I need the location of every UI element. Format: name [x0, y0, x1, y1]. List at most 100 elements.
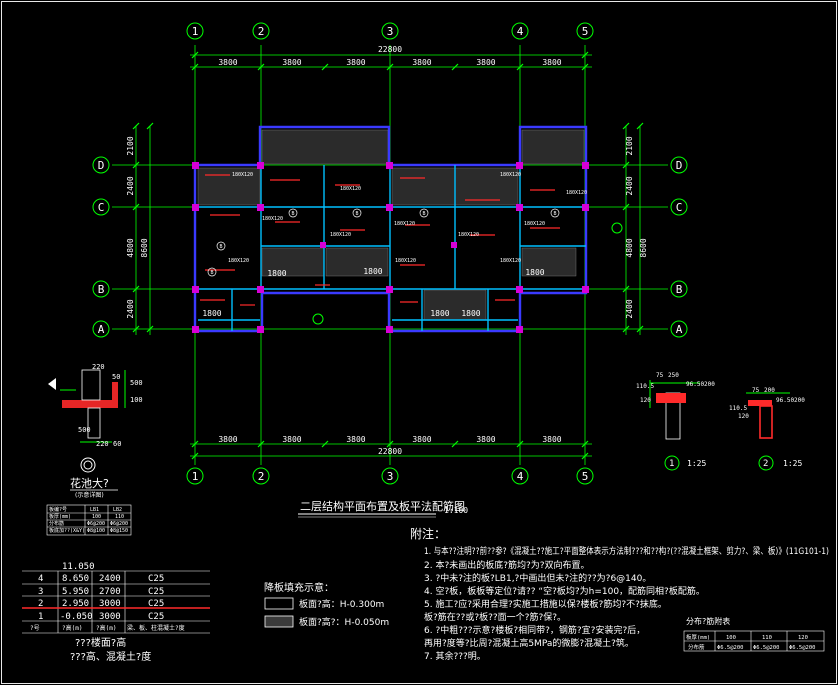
dist-cell: Φ6.5@200 [753, 645, 780, 651]
level-elev: -0.050 [60, 612, 93, 622]
dim-bottom-span: 3800 [346, 435, 365, 444]
planter-dim: 60 [113, 440, 121, 448]
beam-tag: 180X120 [395, 258, 416, 264]
planter-dim: 100 [130, 396, 143, 404]
slab-mark: B [553, 211, 556, 217]
note-line: 4. 空?板，板板等定位?请?? “空?板均?为h=100，配筋同相?板配筋。 [424, 585, 705, 597]
slab-mark: B [219, 244, 222, 250]
level-height: 3000 [99, 612, 121, 622]
level-table [22, 570, 210, 634]
planter-dim: 500 [78, 426, 91, 434]
level-floor: 2 [38, 599, 43, 609]
level-header: ?号 [30, 625, 40, 632]
legend-swatch-2 [264, 615, 294, 628]
slab-table-cell: Φ8@100 [87, 528, 105, 534]
level-elev: 2.950 [62, 599, 89, 609]
note-line: 6. ?中粗???示意?楼板?相同带?，钢筋?宜?安装完?后， [424, 624, 645, 636]
level-footer-1: ???楼面?高 [75, 636, 126, 649]
level-grade: C25 [148, 599, 164, 609]
axis-label-D-left: D [98, 159, 105, 172]
slab-table-cell: 110 [115, 514, 124, 520]
level-header: 梁、板、柱混凝土?度 [127, 624, 185, 632]
level-header: ?高(m) [96, 624, 116, 632]
beam-tag: 180X120 [524, 221, 545, 227]
slab-table-cell: 分布筋 [49, 520, 64, 527]
beam-tag: 180X120 [394, 221, 415, 227]
detail2-num: 2 [763, 459, 768, 469]
slab-table-cell: Φ6@200 [110, 521, 128, 527]
dim-top-span: 3800 [542, 58, 561, 67]
dim-right: 2400 [625, 299, 634, 318]
axis-label-2-bottom: 2 [258, 470, 265, 483]
axis-label-A-left: A [98, 323, 105, 336]
dist-header: 120 [798, 635, 808, 641]
note-line: 1. 与本??注明??前??参?《混凝土??施工?平面整体表示方法制???和??… [424, 545, 829, 557]
slab-table-cell: 板底加??(X&Y) [49, 527, 85, 534]
planter-dim: 500 [130, 379, 143, 387]
beam-tag: 180X120 [232, 172, 253, 178]
dim-left: 2100 [126, 136, 135, 155]
axis-label-C-right: C [676, 201, 683, 214]
beam-tag: 180X120 [330, 232, 351, 238]
axis-label-B-left: B [98, 283, 105, 296]
dist-cell: Φ6.5@200 [717, 645, 744, 651]
beam-tag: 180X120 [500, 172, 521, 178]
dim-bottom-span: 3800 [412, 435, 431, 444]
slab-table-header: 板编?号 [49, 506, 67, 513]
dim-right-total: 8600 [639, 238, 648, 257]
notes-title: 附注： [410, 526, 446, 541]
beam-tag: 180X120 [262, 216, 283, 222]
level-floor: 1 [38, 612, 43, 622]
level-height: 3000 [99, 599, 121, 609]
detail2-dim: 96.50200 [776, 397, 805, 404]
detail1-dim: 96.50200 [686, 381, 715, 388]
dim-bottom-span: 3800 [476, 435, 495, 444]
planter-title: 花池大? [70, 476, 109, 490]
slab-table [46, 504, 132, 536]
slab-mark: B [422, 211, 425, 217]
slab-table-cell: 板厚(mm) [49, 513, 71, 520]
dist-cell: Φ6.5@200 [789, 645, 816, 651]
note-line: 再用?度等?比周?混凝土高5MPa的微膨?混凝土?筑。 [424, 637, 634, 649]
room-width: 1800 [363, 267, 382, 276]
axis-label-3-bottom: 3 [387, 470, 394, 483]
dist-header: 110 [762, 635, 772, 641]
dim-bottom-span: 3800 [218, 435, 237, 444]
dim-bottom-total: 22800 [378, 447, 402, 456]
axis-label-D-right: D [676, 159, 683, 172]
note-line: 7. 其余???明。 [424, 650, 486, 662]
note-line: 3. ?中未?注的板?LB1,?中画出但未?注的??为?6@140。 [424, 572, 651, 584]
detail1-dim: 250 [668, 372, 679, 379]
planter-detail [48, 369, 126, 473]
axis-bubbles [92, 22, 688, 485]
dim-top-total: 22800 [378, 45, 402, 54]
slab-table-cell: 100 [92, 514, 101, 520]
legend-item-1: 板面?高：H-0.300m [299, 598, 384, 610]
slab-table-cell: Φ8@150 [110, 528, 128, 534]
detail1-dim: 120 [640, 397, 651, 404]
dist-header: 100 [726, 635, 736, 641]
beam-tag: 180X120 [458, 232, 479, 238]
axis-label-B-right: B [676, 283, 683, 296]
detail1-num: 1 [669, 459, 674, 469]
level-elev: 8.650 [62, 574, 89, 584]
beam-tag: 180X120 [500, 258, 521, 264]
section-detail-1 [649, 380, 700, 471]
level-grade: C25 [148, 574, 164, 584]
slab-mark: B [291, 211, 294, 217]
axis-label-1-bottom: 1 [192, 470, 199, 483]
detail1-dim: 110.5 [636, 383, 654, 390]
planter-dim: 220 [96, 440, 109, 448]
detail2-dim: 110.5 [729, 405, 747, 412]
dim-left: 2400 [126, 299, 135, 318]
room-width: 1800 [202, 309, 221, 318]
room-width: 1800 [430, 309, 449, 318]
axis-label-5-bottom: 5 [582, 470, 589, 483]
detail2-dim: 200 [764, 387, 775, 394]
axis-label-A-right: A [676, 323, 683, 336]
note-line: 板?筋在??或?板??面一个?筋?保?。 [424, 611, 566, 623]
building-outline [193, 125, 588, 333]
level-floor: 4 [38, 574, 43, 584]
room-width: 1800 [461, 309, 480, 318]
